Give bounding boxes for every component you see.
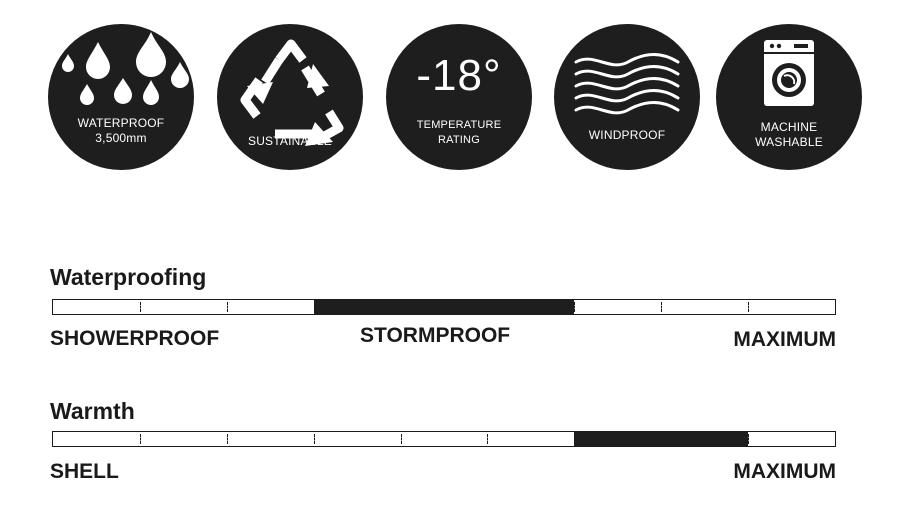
segment-divider <box>574 434 576 444</box>
segment-divider <box>226 302 228 312</box>
segment-divider <box>487 434 489 444</box>
temperature-label-line2: RATING <box>438 134 480 146</box>
warmth-bar <box>52 431 836 447</box>
rating-fill <box>574 432 749 446</box>
warmth-title: Warmth <box>50 398 135 424</box>
sustainable-badge: SUSTAINABLE <box>217 24 363 170</box>
segment-divider <box>139 434 141 444</box>
segment-divider <box>748 434 750 444</box>
windproof-label: WINDPROOF <box>588 128 666 142</box>
segment-divider <box>226 434 228 444</box>
windproof-badge: WINDPROOF <box>554 24 700 170</box>
washing-machine-icon <box>764 40 814 106</box>
waterproof-badge: WATERPROOF 3,500mm <box>48 24 194 170</box>
waterproofing-title: Waterproofing <box>50 264 207 290</box>
segment-divider <box>574 302 576 312</box>
sustainable-label: SUSTAINABLE <box>247 134 332 148</box>
segment-divider <box>313 302 315 312</box>
wind-waves-icon <box>574 53 680 115</box>
waterproofing-label-right: MAXIMUM <box>733 328 836 351</box>
washable-label-line2: WASHABLE <box>755 135 823 149</box>
temperature-badge: -18° TEMPERATURE RATING <box>386 24 532 170</box>
segment-divider <box>661 302 663 312</box>
segment-divider <box>400 434 402 444</box>
warmth-label-left: SHELL <box>50 460 119 483</box>
washable-label: MACHINE <box>760 120 818 134</box>
temperature-label: TEMPERATURE <box>416 119 502 131</box>
waterproofing-label-left: SHOWERPROOF <box>50 327 220 350</box>
recycle-icon <box>240 39 344 146</box>
waterproofing-label-middle: STORMPROOF <box>360 324 511 347</box>
temperature-value: -18° <box>416 51 502 100</box>
segment-divider <box>313 434 315 444</box>
segment-divider <box>748 302 750 312</box>
waterproof-label: WATERPROOF <box>77 116 165 130</box>
warmth-label-right: MAXIMUM <box>733 460 836 483</box>
segment-divider <box>139 302 141 312</box>
waterproof-rating: 3,500mm <box>95 131 147 145</box>
waterproofing-bar <box>52 299 836 315</box>
rating-fill <box>313 300 575 314</box>
water-drops-icon <box>62 32 189 105</box>
washable-badge: MACHINE WASHABLE <box>716 24 862 170</box>
